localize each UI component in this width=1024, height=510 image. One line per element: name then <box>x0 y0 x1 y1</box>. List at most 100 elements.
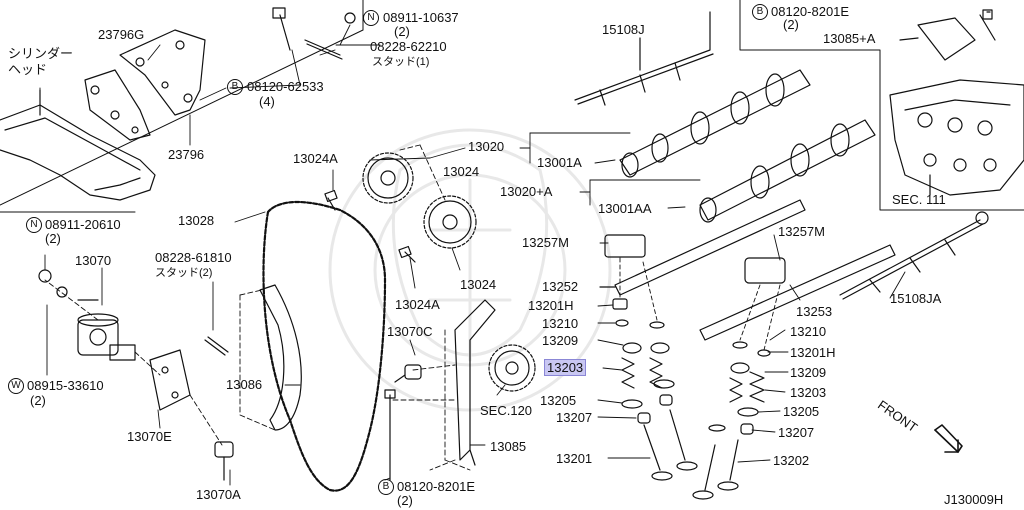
label-13070C: 13070C <box>387 324 433 339</box>
sprocket-bolts <box>324 189 416 263</box>
label-13020: 13020 <box>468 139 505 154</box>
marker-n-icon: N <box>363 10 379 26</box>
timing-chain-13028 <box>262 201 387 492</box>
label-13202: 13202 <box>773 453 810 468</box>
chain-guide-13086 <box>259 284 302 431</box>
sprocket-upper <box>362 152 414 204</box>
label-13203-right: 13203 <box>790 385 827 400</box>
label-08120-8201E-top: 08120-8201E <box>771 4 850 19</box>
label-13070A: 13070A <box>196 487 241 502</box>
tensioner-13070 <box>77 299 136 361</box>
label-08228-62210: 08228-62210 <box>370 39 447 54</box>
label-13024-top: 13024 <box>443 164 480 179</box>
label-13201: 13201 <box>556 451 593 466</box>
label-08915-33610-qty: (2) <box>30 393 46 408</box>
label-13020A: 13020+A <box>500 184 553 199</box>
label-13001A: 13001A <box>537 155 582 170</box>
valve-leaders <box>597 234 906 463</box>
label-08228-62210-sub: スタッド(1) <box>372 56 430 68</box>
label-diagram-id: J130009H <box>944 492 1004 507</box>
label-08911-20610: 08911-20610 <box>45 217 121 232</box>
label-sec-120: SEC.120 <box>480 403 533 418</box>
label-08120-8201E-bottom: 08120-8201E <box>397 479 476 494</box>
highlighted-13203[interactable]: 13203 <box>543 359 587 376</box>
rocker-shaft-13252 <box>599 199 806 296</box>
label-08120-8201E-bottom-qty: (2) <box>397 493 413 508</box>
tensioner-gasket-13070E <box>149 349 191 411</box>
valve-parts-right <box>692 341 771 500</box>
label-13207-left: 13207 <box>556 410 593 425</box>
label-13210-left: 13210 <box>542 316 579 331</box>
sprocket-lower <box>423 195 477 249</box>
tensioner-plunger-13070A <box>214 441 234 481</box>
marker-b-bottom-icon: B <box>378 479 394 495</box>
label-15108JA: 15108JA <box>890 291 942 306</box>
label-08911-20610-qty: (2) <box>45 231 61 246</box>
camshaft-13020A <box>699 119 876 223</box>
marker-n-left-icon: N <box>26 217 42 233</box>
label-13253: 13253 <box>796 304 833 319</box>
label-08915-33610: 08915-33610 <box>27 378 104 393</box>
label-13024-mid: 13024 <box>460 277 497 292</box>
cylinder-head-111 <box>889 79 1024 196</box>
label-08120-8201E-top-qty: (2) <box>783 17 799 32</box>
marker-b-icon: B <box>227 79 243 95</box>
cam-leaders <box>369 132 701 209</box>
label-08911-10637: 08911-10637 <box>383 10 459 25</box>
label-13001AA: 13001AA <box>598 201 652 216</box>
label-13201H-left: 13201H <box>528 298 574 313</box>
label-08911-10637-qty: (2) <box>394 24 410 39</box>
label-08120-62533: 08120-62533 <box>247 79 324 94</box>
label-13201H-right: 13201H <box>790 345 836 360</box>
valve-parts-left <box>612 298 698 481</box>
marker-w-icon: W <box>8 378 24 394</box>
camshaft-13020 <box>619 69 811 178</box>
label-13085: 13085 <box>490 439 527 454</box>
label-13070: 13070 <box>75 253 112 268</box>
label-13205-left: 13205 <box>540 393 577 408</box>
label-13024A-bot: 13024A <box>395 297 440 312</box>
label-13257M-left: 13257M <box>522 235 569 250</box>
panel-borders <box>0 0 1024 213</box>
marker-b-top-icon: B <box>752 4 768 20</box>
label-13085A: 13085+A <box>823 31 876 46</box>
label-08120-62533-qty: (4) <box>259 94 275 109</box>
label-23796: 23796 <box>168 147 205 162</box>
cylinder-head-outline <box>0 89 156 201</box>
sprocket-crank <box>488 344 536 392</box>
leader-lines-bottom <box>44 169 506 486</box>
label-08228-61810: 08228-61810 <box>155 250 232 265</box>
bolts-top-left <box>272 7 356 60</box>
label-13210-right: 13210 <box>790 324 827 339</box>
oil-pipe-15108J <box>574 11 714 106</box>
leader-lines-top-left <box>39 24 381 146</box>
label-13086: 13086 <box>226 377 263 392</box>
label-13205-right: 13205 <box>783 404 820 419</box>
label-cylinder-head: シリンダー ヘッド <box>8 46 74 77</box>
rocker-shaft-13253 <box>699 244 896 341</box>
valve-dashed-lines <box>619 257 781 351</box>
label-13207-right: 13207 <box>778 425 815 440</box>
label-08228-61810-sub: スタッド(2) <box>155 267 213 279</box>
chain-guide-13085A <box>899 9 996 61</box>
tensioner-stud <box>204 336 229 356</box>
dashed-assembly-lines <box>44 144 471 471</box>
label-13209-left: 13209 <box>542 333 579 348</box>
label-13028: 13028 <box>178 213 215 228</box>
label-13209-right: 13209 <box>790 365 827 380</box>
bracket-23796 <box>119 29 206 116</box>
label-sec-111: SEC. 111 <box>892 192 946 207</box>
chain-guide-13085 <box>454 299 496 466</box>
bolts-lower <box>384 364 422 481</box>
front-arrow-icon <box>934 424 963 453</box>
label-13203-left: 13203 <box>543 359 587 376</box>
oil-pipe-15108JA <box>839 211 989 300</box>
label-13024A-top: 13024A <box>293 151 338 166</box>
label-13257M-right: 13257M <box>778 224 825 239</box>
label-23796G: 23796G <box>98 27 145 42</box>
label-15108J: 15108J <box>602 22 645 37</box>
label-13070E: 13070E <box>127 429 172 444</box>
bracket-23796G <box>84 69 151 141</box>
